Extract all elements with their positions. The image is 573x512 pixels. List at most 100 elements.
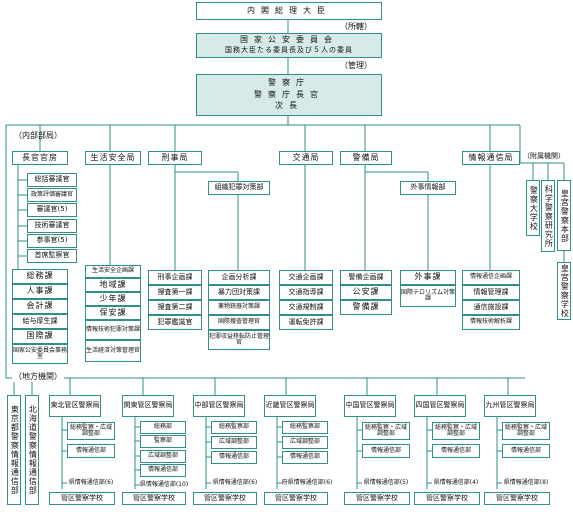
- secretariat-item-1: 総括審議官: [27, 173, 77, 187]
- community-safety-item-3: 少年課: [85, 292, 141, 306]
- info-comm-item-3: 通信施設課: [462, 300, 520, 315]
- shikoku-bureau: 四国管区警察局: [414, 395, 466, 417]
- commissioner-label: 警察庁長官: [254, 89, 324, 99]
- info-comm-bureau: 情報通信局: [462, 151, 520, 165]
- kanto-item-1: 総務部: [140, 421, 186, 434]
- tohoku-item-2: 情報通信部: [67, 444, 115, 458]
- shikoku-item-1: 総務監察・広域調整部: [432, 422, 480, 440]
- chubu-item-2: 広域調整部: [211, 436, 257, 449]
- npsc-box: 国家公安委員会 国務大臣たる委員長及び５人の委員: [196, 33, 382, 58]
- hokkaido-info-comm: 北海道警察情報通信部: [25, 395, 39, 505]
- internal-bureaus-label: （内部部局）: [14, 131, 62, 140]
- community-safety-item-1: 生活安全企画課: [85, 265, 141, 278]
- organized-crime-item-1: 企画分析課: [208, 270, 270, 285]
- kanto-item-3: 広域調整部: [140, 450, 186, 463]
- traffic-item-1: 交通企画課: [279, 270, 333, 285]
- shikoku-item-2: 情報通信部: [432, 444, 480, 458]
- foreign-affairs-item-2: 国際テロリズム対策課: [400, 285, 456, 307]
- secretariat-div-4: 給与厚生課: [12, 314, 68, 329]
- organized-crime-item-2: 暴力団対策課: [208, 285, 270, 300]
- criminal-item-3: 捜査第二課: [148, 300, 202, 315]
- criminal-item-4: 犯罪鑑識官: [148, 315, 202, 330]
- secretariat-item-3: 審議官(5): [27, 203, 77, 217]
- kanto-school: 管区警察学校: [122, 492, 186, 505]
- kinki-item-2: 広域調整部: [282, 436, 328, 449]
- kinki-prefectural: 府県情報通信部(6): [282, 478, 332, 489]
- chugoku-item-1: 総務監察・広域調整部: [362, 422, 410, 440]
- secretariat-div-5: 国際課: [12, 329, 68, 344]
- secretariat-div-3: 会計課: [12, 299, 68, 314]
- jurisdiction-label: （所轄）: [340, 22, 372, 31]
- imperial-guard-hq: 皇宮警察本部: [557, 180, 571, 251]
- secretariat-div-2: 人事課: [12, 284, 68, 299]
- kyushu-item-2: 情報通信部: [502, 444, 550, 458]
- police-academy: 警察大学校: [526, 180, 540, 236]
- secretariat-box: 長官官房: [12, 151, 68, 165]
- criminal-item-2: 捜査第一課: [148, 285, 202, 300]
- criminal-bureau: 刑事局: [148, 151, 202, 165]
- secretariat-div-6: 国家公安委員会事務室: [12, 344, 68, 364]
- chubu-item-3: 情報通信部: [211, 451, 257, 464]
- secretariat-item-2: 政策評価審議官: [27, 188, 77, 202]
- organized-crime-item-3: 薬物銃器対策課: [208, 300, 270, 315]
- traffic-item-2: 交通指導課: [279, 285, 333, 300]
- foreign-affairs-dept: 外事情報部: [400, 181, 456, 195]
- tohoku-school: 管区警察学校: [49, 492, 115, 505]
- science-institute: 科学警察研究所: [541, 180, 555, 252]
- chubu-school: 管区警察学校: [193, 492, 257, 505]
- imperial-guard-school: 皇宮警察学校: [557, 262, 571, 320]
- traffic-item-4: 運転免許課: [279, 315, 333, 330]
- deputy-label: 次長: [275, 101, 303, 111]
- traffic-bureau: 交通局: [279, 151, 333, 165]
- shikoku-prefectural: 県情報通信部(4): [432, 478, 480, 489]
- secretariat-item-6: 首席監察官: [27, 249, 77, 263]
- kanto-prefectural: 県情報通信部(10): [140, 480, 188, 491]
- traffic-item-3: 交通規制課: [279, 300, 333, 315]
- chugoku-bureau: 中国管区警察局: [344, 395, 396, 417]
- tohoku-prefectural: 県情報通信部(6): [67, 478, 115, 489]
- organized-crime-item-5: 犯罪収益移転防止管理官: [208, 330, 270, 350]
- kyushu-prefectural: 県情報通信部(8): [502, 478, 550, 489]
- foreign-affairs-item-1: 外事課: [400, 270, 456, 285]
- kanto-item-2: 監察部: [140, 435, 186, 448]
- kinki-school: 管区警察学校: [264, 492, 328, 505]
- community-safety-item-4: 保安課: [85, 306, 141, 320]
- tohoku-item-1: 総務監察・広域調整部: [67, 422, 115, 440]
- organized-crime-dept: 組織犯罪対策部: [208, 181, 270, 195]
- criminal-item-1: 刑事企画課: [148, 270, 202, 285]
- npa-label: 警察庁: [268, 78, 310, 88]
- community-safety-item-6: 生活経済対策管理官: [85, 340, 141, 362]
- secretariat-div-1: 総務課: [12, 269, 68, 284]
- secretariat-item-4: 技術審議官: [27, 219, 77, 233]
- kanto-item-4: 情報通信部: [140, 464, 186, 477]
- info-comm-item-4: 情報技術解析課: [462, 315, 520, 330]
- security-bureau: 警備局: [340, 151, 392, 165]
- info-comm-item-2: 情報管理課: [462, 285, 520, 300]
- npa-box: 警察庁 警察庁長官 次長: [196, 74, 382, 116]
- kanto-bureau: 関東管区警察局: [122, 395, 174, 417]
- chugoku-prefectural: 県情報通信部(5): [362, 478, 410, 489]
- chugoku-item-2: 情報通信部: [362, 444, 410, 458]
- management-label: （管理）: [340, 61, 372, 70]
- organized-crime-item-4: 国際捜査管理官: [208, 315, 270, 330]
- chubu-prefectural: 県情報通信部(6): [211, 478, 259, 489]
- attached-label: （附属機関）: [523, 152, 565, 160]
- kyushu-bureau: 九州管区警察局: [484, 395, 536, 417]
- secretariat-item-5: 参事官(5): [27, 234, 77, 248]
- chubu-item-1: 総務監察部: [211, 421, 257, 434]
- community-safety-bureau: 生活安全局: [85, 151, 141, 165]
- regional-label: （地方機関）: [12, 371, 64, 382]
- tokyo-info-comm: 東京都警察情報通信部: [7, 395, 21, 505]
- kyushu-school: 管区警察学校: [484, 492, 550, 505]
- security-item-2: 公安課: [340, 285, 392, 300]
- security-item-1: 警備企画課: [340, 270, 392, 285]
- shikoku-school: 管区警察学校: [414, 492, 480, 505]
- info-comm-item-1: 情報通信企画課: [462, 270, 520, 285]
- kyushu-item-1: 総務監察・広域調整部: [502, 422, 550, 440]
- npsc-members: 国務大臣たる委員長及び５人の委員: [225, 46, 353, 55]
- community-safety-item-2: 地域課: [85, 278, 141, 292]
- community-safety-item-5: 情報技術犯罪対策課: [85, 320, 141, 340]
- chubu-bureau: 中部管区警察局: [193, 395, 245, 417]
